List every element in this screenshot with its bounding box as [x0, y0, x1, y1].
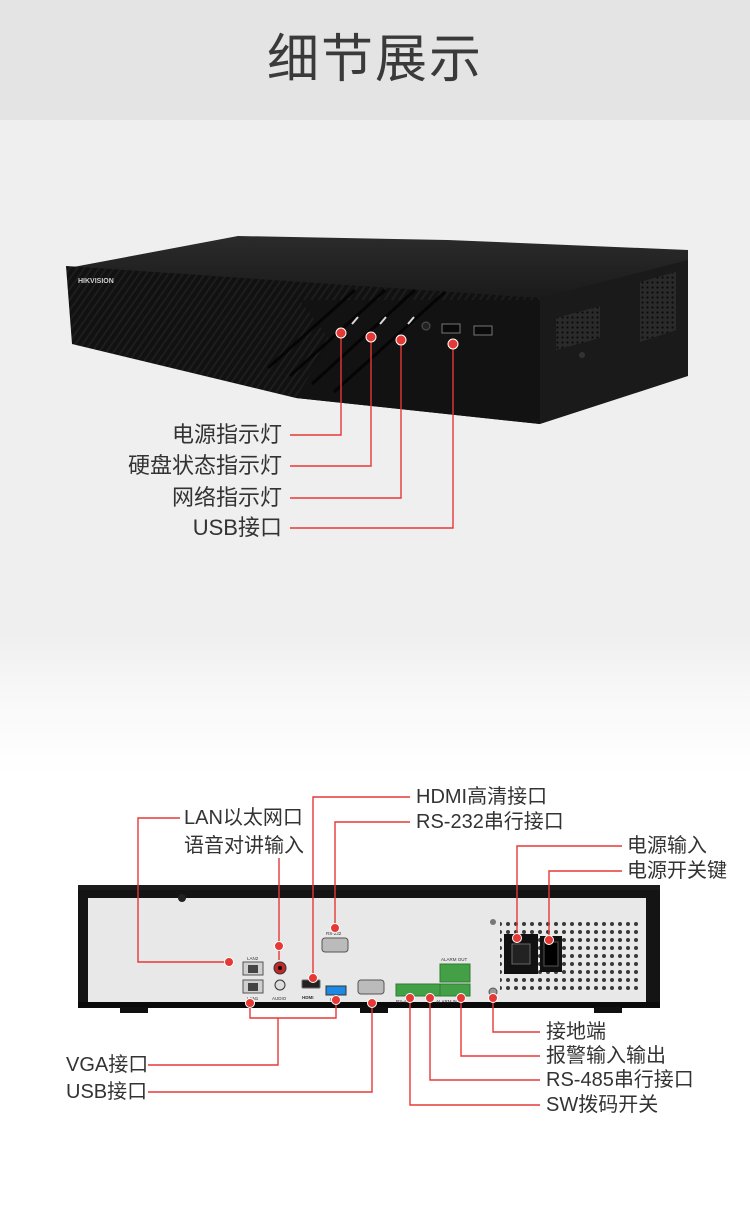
device-front-glossy — [296, 300, 540, 424]
rear-screw — [178, 894, 186, 902]
lan2-socket — [248, 965, 258, 973]
callout-audio-in: 语音对讲输入 — [184, 835, 304, 857]
front-groove — [310, 288, 417, 386]
alarm-in-label: ALARM IN — [436, 999, 457, 1004]
front-groove — [266, 288, 357, 370]
callout-power-switch: 电源开关键 — [627, 860, 727, 882]
callout-network-indicator: 网络指示灯 — [171, 485, 282, 510]
callout-front-usb: USB接口 — [192, 515, 282, 540]
side-screw — [579, 352, 585, 358]
page-header: 细节展示 — [0, 0, 750, 120]
rear-callout-dots — [224, 923, 554, 1008]
rs485-terminal-block — [395, 983, 443, 997]
hdd-led — [379, 316, 387, 325]
lan2-label: LAN2 — [247, 956, 259, 961]
callout-hdmi: HDMI高清接口 — [416, 786, 548, 808]
callout-alarm-io: 报警输入输出 — [546, 1045, 666, 1067]
brand-logo: HIKVISION — [78, 278, 114, 285]
audio-jack-hole — [277, 965, 283, 971]
callout-vga: VGA接口 — [66, 1054, 149, 1076]
callout-lan: LAN以太网口 — [184, 807, 303, 829]
power-inlet-socket — [511, 943, 531, 965]
fan-grille — [640, 272, 676, 342]
rs485-label: RS-485 — [396, 999, 412, 1004]
front-callout-dots — [335, 327, 459, 350]
side-vent-grille — [556, 306, 600, 350]
power-led — [351, 316, 359, 325]
audio-out-jack — [274, 979, 286, 991]
lan1-socket — [248, 983, 258, 991]
rear-callout-lines — [137, 796, 622, 1106]
callout-power-input: 电源输入 — [627, 835, 707, 857]
rs232-label: RS-232 — [326, 931, 342, 936]
callout-rs485: RS-485串行接口 — [546, 1069, 694, 1091]
rs232-port — [321, 937, 349, 953]
alarm-out-terminal-block — [439, 963, 471, 983]
callout-power-indicator: 电源指示灯 — [171, 422, 282, 447]
front-groove — [332, 290, 447, 394]
rear-foot — [360, 1007, 388, 1013]
alarm-in-terminal-block — [439, 983, 471, 997]
callout-rear-usb: USB接口 — [66, 1081, 148, 1103]
callout-ground: 接地端 — [546, 1021, 606, 1043]
front-usb-port — [473, 325, 493, 336]
callout-sw-dip: SW拨码开关 — [546, 1094, 659, 1116]
vga-port — [357, 979, 385, 995]
rear-usb-port — [325, 985, 347, 996]
rear-screw — [490, 919, 496, 925]
front-button — [421, 321, 431, 331]
callout-hdd-indicator: 硬盘状态指示灯 — [127, 453, 282, 478]
alarm-out-label: ALARM OUT — [441, 957, 468, 962]
callout-rs232: RS-232串行接口 — [416, 811, 564, 833]
hdmi-label: HDMI — [302, 995, 314, 1000]
front-callout-lines — [290, 333, 454, 529]
network-led — [407, 316, 415, 325]
rear-foot — [120, 1007, 148, 1013]
power-switch-rocker — [543, 941, 559, 967]
rear-foot — [594, 1007, 622, 1013]
lan1-label: LAN1 — [247, 996, 259, 1001]
front-usb-port — [441, 323, 461, 334]
audio-label: AUDIO — [272, 996, 287, 1001]
page-title: 细节展示 — [266, 31, 483, 89]
